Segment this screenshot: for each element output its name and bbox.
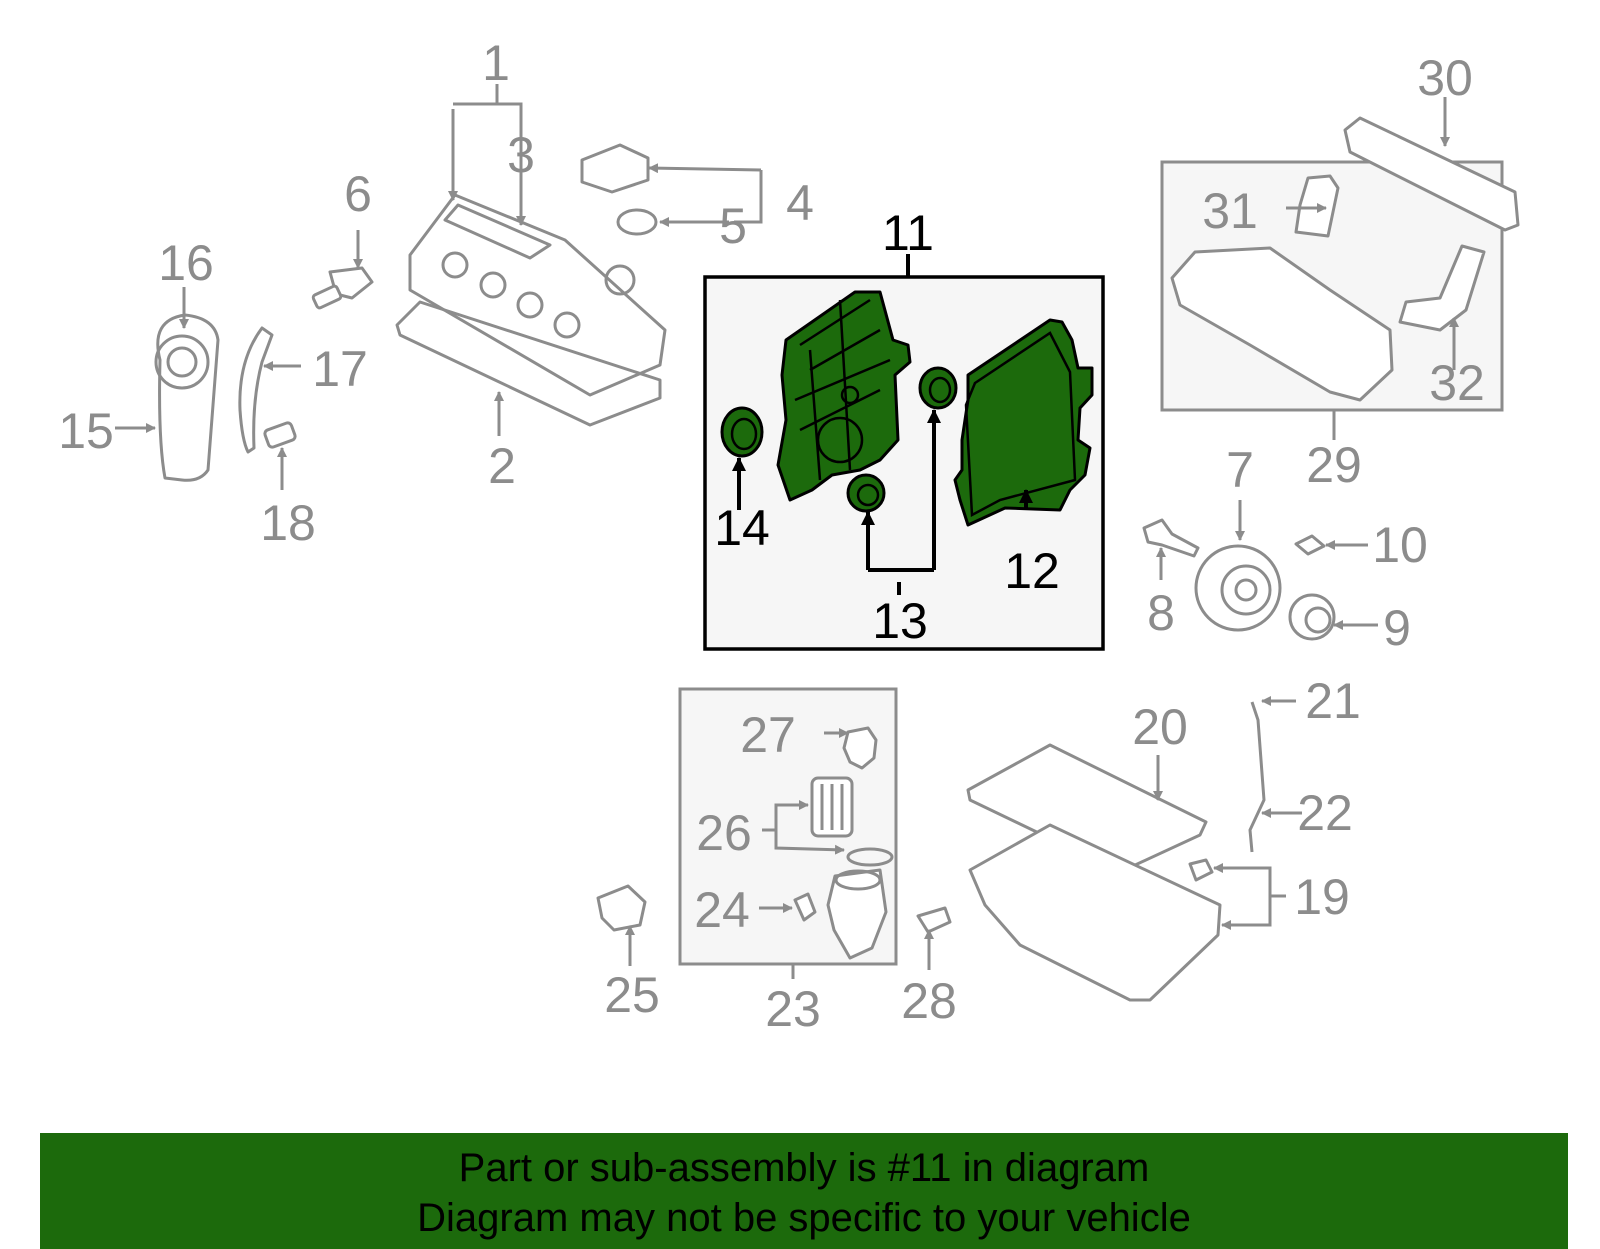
sensor-24-part xyxy=(793,892,817,922)
seal-13-upper-part[interactable] xyxy=(918,366,958,410)
callout-14[interactable]: 14 xyxy=(714,500,770,556)
manifold-gasket-part xyxy=(1343,116,1520,232)
tensioner-rail-part xyxy=(238,326,274,454)
callout-10: 10 xyxy=(1372,517,1428,573)
callout-4: 4 xyxy=(786,175,814,231)
callout-7: 7 xyxy=(1226,442,1254,498)
callout-3: 3 xyxy=(507,127,535,183)
oil-pan-part xyxy=(968,823,1222,1002)
intake-manifold-part xyxy=(1170,246,1394,402)
callout-25: 25 xyxy=(604,967,660,1023)
callout-27: 27 xyxy=(740,707,796,763)
info-banner: Part or sub-assembly is #11 in diagram D… xyxy=(40,1133,1568,1249)
callout-19: 19 xyxy=(1294,869,1350,925)
callout-28: 28 xyxy=(901,973,957,1029)
banner-line-1: Part or sub-assembly is #11 in diagram xyxy=(458,1146,1150,1190)
leader-lines-highlight xyxy=(732,254,1033,595)
callout-26: 26 xyxy=(696,805,752,861)
crank-pulley-part xyxy=(1194,544,1282,632)
callout-12[interactable]: 12 xyxy=(1004,543,1060,599)
sensor-28-part xyxy=(916,906,952,934)
callout-6: 6 xyxy=(344,166,372,222)
callout-20: 20 xyxy=(1132,699,1188,755)
callout-17: 17 xyxy=(312,341,368,397)
callout-8: 8 xyxy=(1147,585,1175,641)
callout-21: 21 xyxy=(1305,673,1361,729)
oil-filter-part xyxy=(810,776,854,838)
oil-filter-cap-part xyxy=(842,726,878,770)
seal-9-part xyxy=(1288,593,1336,641)
callout-13[interactable]: 13 xyxy=(872,593,928,649)
cap-seal-part xyxy=(616,208,658,236)
seal-14-part[interactable] xyxy=(720,406,764,458)
callout-24: 24 xyxy=(694,882,750,938)
valve-cover-part xyxy=(408,193,667,397)
tensioner-part xyxy=(263,421,297,449)
callout-18: 18 xyxy=(260,495,316,551)
oil-filter-housing-part xyxy=(826,868,888,960)
callout-31: 31 xyxy=(1202,183,1258,239)
drain-plug-part xyxy=(1188,858,1214,882)
bracket-25-part xyxy=(596,884,647,932)
callout-30: 30 xyxy=(1417,50,1473,106)
callout-11[interactable]: 11 xyxy=(882,205,934,261)
bracket-32-part xyxy=(1398,244,1486,332)
valve-cover-gasket-part xyxy=(395,300,662,427)
callout-2: 2 xyxy=(488,438,516,494)
banner-line-2: Diagram may not be specific to your vehi… xyxy=(417,1196,1191,1240)
timing-cover-part[interactable] xyxy=(776,290,912,502)
pulley-bolt-part xyxy=(1142,518,1200,558)
timing-guide-part xyxy=(154,313,220,482)
oil-pan-gasket-part xyxy=(966,743,1208,874)
dipstick-part xyxy=(1248,701,1266,853)
callout-22: 22 xyxy=(1297,785,1353,841)
filter-seal-part xyxy=(846,847,894,867)
seal-13-lower-part[interactable] xyxy=(846,473,886,513)
callout-32: 32 xyxy=(1429,355,1485,411)
seal-10-part xyxy=(1294,534,1326,556)
callout-16: 16 xyxy=(158,235,214,291)
callout-15: 15 xyxy=(58,403,114,459)
callout-1: 1 xyxy=(482,35,510,91)
callout-9: 9 xyxy=(1383,600,1411,656)
callout-23: 23 xyxy=(765,981,821,1037)
callout-5: 5 xyxy=(719,198,747,254)
sensor-part xyxy=(311,266,374,310)
timing-cover-gasket-part[interactable] xyxy=(953,318,1094,527)
oil-cap-part xyxy=(580,143,650,194)
callout-labels: 1 2 3 4 5 6 7 8 9 10 11 12 13 14 15 16 1… xyxy=(58,35,1485,1037)
leader-lines xyxy=(115,84,1459,979)
callout-29: 29 xyxy=(1306,437,1362,493)
